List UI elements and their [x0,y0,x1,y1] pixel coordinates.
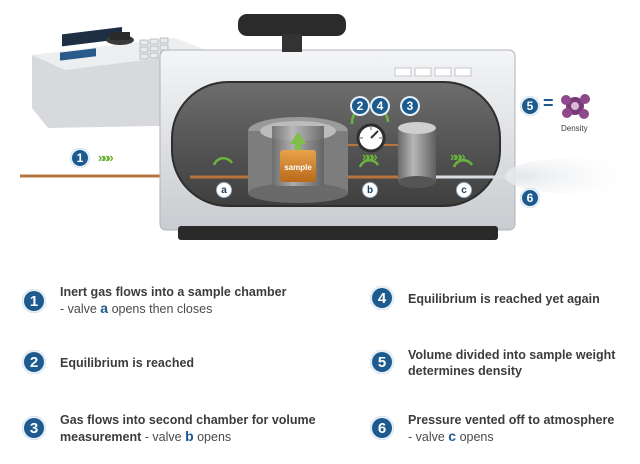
step-1-text: Inert gas flows into a sample chamber - … [60,284,286,317]
step-4-text: Equilibrium is reached yet again [408,291,600,307]
step-5-title-2: determines density [408,364,522,378]
step-5-badge: 5 [370,350,394,374]
valve-c-label: c [456,182,472,198]
valve-c-arrow-icon [452,158,474,168]
flow-arrows-c: »»» [450,149,466,164]
callout-1: 1 [70,148,90,168]
equals-sign: = [543,93,554,113]
density-label: Density [561,124,588,133]
step-3-title-2: measurement [60,430,142,444]
step-6-detail-pre: - valve [408,430,449,444]
step-6-valve: c [448,428,457,444]
step-1-detail: - valve a opens then closes [60,300,286,317]
callout-5: 5 [520,96,540,116]
callout-6: 6 [520,188,540,208]
step-6-badge: 6 [370,416,394,440]
sample-chamber [248,117,348,203]
step-1-detail-pre: - valve [60,302,101,316]
pycnometer-illustration: sample [20,14,640,240]
expansion-chamber [398,122,436,188]
step-2-badge: 2 [22,350,46,374]
pressure-gauge-icon [356,123,386,153]
step-2-text: Equilibrium is reached [60,355,194,371]
step-1-valve: a [100,300,109,316]
step-3-detail-post: opens [193,430,232,444]
step-3-valve: b [185,428,194,444]
valve-a-label: a [216,182,232,198]
step-3-title: Gas flows into second chamber for volume [60,413,316,427]
step-6-detail-post: opens [456,430,494,444]
vent-plume [505,158,640,194]
step-6-detail: - valve c opens [408,428,614,445]
sample-label: sample [284,163,312,172]
step-4-badge: 4 [370,286,394,310]
step-1-badge: 1 [22,289,46,313]
step-1-title: Inert gas flows into a sample chamber [60,285,287,299]
callout-3: 3 [400,96,420,116]
step-3-text: Gas flows into second chamber for volume… [60,412,316,445]
callout-4: 4 [370,96,390,116]
callout-2: 2 [350,96,370,116]
step-1-detail-post: opens then closes [108,302,213,316]
step-5-text: Volume divided into sample weight determ… [408,347,615,379]
valve-b-arrow-icon [358,158,380,168]
flow-arrows-b: »»» [362,149,378,164]
valve-b-label: b [362,182,378,198]
step-6-text: Pressure vented off to atmosphere - valv… [408,412,614,445]
step-2-title: Equilibrium is reached [60,356,195,370]
step-3-badge: 3 [22,416,46,440]
step-4-title: Equilibrium is reached yet again [408,292,600,306]
flow-arrows-inlet: »»» [98,150,114,165]
valve-a-arrow-icon [212,156,234,166]
step-3-detail-pre: - valve [141,430,186,444]
step-6-title: Pressure vented off to atmosphere [408,413,615,427]
step-5-title: Volume divided into sample weight [408,348,616,362]
density-molecule-icon [561,94,590,119]
